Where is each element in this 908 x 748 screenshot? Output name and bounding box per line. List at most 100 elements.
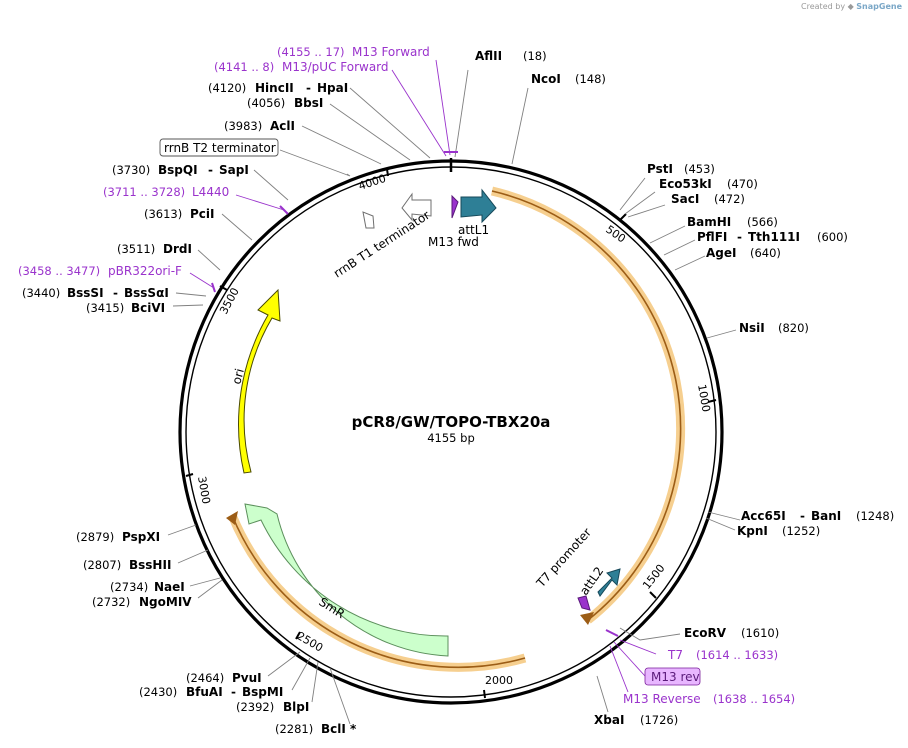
insert-line-left [231, 514, 526, 669]
site-pspxi[interactable]: PspXI [122, 530, 160, 544]
site-tth111i[interactable]: Tth111I [748, 230, 800, 244]
site-bspqi[interactable]: BspQI [158, 163, 198, 177]
smr-arrow [244, 503, 449, 657]
l4440-site [279, 205, 289, 215]
site-ncoi[interactable]: NcoI [531, 72, 561, 86]
site-hincii[interactable]: HincII [255, 81, 294, 95]
site-saci[interactable]: SacI [671, 192, 699, 206]
tick-label-2000: 2000 [485, 674, 513, 687]
rrnb-t2-terminator-label[interactable]: rrnB T2 terminator [164, 141, 276, 155]
leader-m13-rev [613, 641, 646, 677]
leader-bamhi [649, 225, 686, 244]
tick-3500 [219, 285, 228, 291]
site-eco53ki[interactable]: Eco53kI [659, 177, 712, 191]
insert-arrowhead-right [580, 612, 594, 625]
svg-text:-: - [306, 81, 311, 95]
enzyme-leaders [167, 69, 741, 725]
leader-t7 [619, 639, 657, 655]
site-pflfi[interactable]: PflFI [697, 230, 727, 244]
site-acc65i[interactable]: Acc65I [741, 509, 786, 523]
primer-t7[interactable]: T7 [667, 648, 683, 662]
svg-text:-: - [113, 286, 118, 300]
site-sapi[interactable]: SapI [219, 163, 249, 177]
ori-label: ori [229, 367, 247, 386]
site-bani[interactable]: BanI [811, 509, 841, 523]
site-psti[interactable]: PstI [647, 162, 673, 176]
primer-l4440-range: (3711 .. 3728) [103, 185, 185, 199]
site-aflii[interactable]: AflII [475, 49, 502, 63]
tick-1000 [707, 399, 717, 403]
site-agei[interactable]: AgeI [706, 246, 736, 260]
site-nsii[interactable]: NsiI [739, 321, 765, 335]
site-pcii[interactable]: PciI [190, 207, 215, 221]
site-bsssai[interactable]: BssSαI [124, 286, 169, 300]
primer-l4440[interactable]: L4440 [192, 185, 229, 199]
tick-label-500: 500 [603, 223, 628, 246]
tick-1500 [649, 591, 657, 599]
site-bcivi[interactable]: BciVI [131, 301, 165, 315]
tick-3000 [185, 473, 194, 477]
site-drdi[interactable]: DrdI [163, 242, 192, 256]
primer-m13-rev[interactable]: M13 rev [651, 670, 700, 684]
m13-fwd-marker [451, 194, 459, 219]
leader-agei [674, 255, 706, 271]
tick-label-3000: 3000 [195, 475, 213, 505]
svg-text:-: - [231, 685, 236, 699]
t7-promoter-arrow [577, 595, 591, 611]
site-ecorv[interactable]: EcoRV [684, 626, 727, 640]
pbr322ori-site [211, 282, 216, 293]
site-naei[interactable]: NaeI [154, 580, 185, 594]
leader-rrnb-t2 [279, 149, 351, 177]
site-bcli-pos: (2281) [275, 722, 313, 736]
tick-2000 [483, 689, 486, 699]
site-pvui[interactable]: PvuI [232, 671, 262, 685]
site-bbsi[interactable]: BbsI [294, 96, 323, 110]
primer-pbr322ori[interactable]: pBR322ori-F [108, 264, 182, 278]
leader-m13-reverse [609, 645, 629, 693]
site-bcivi-pos: (3415) [86, 301, 124, 315]
leader-bfuai [291, 657, 311, 691]
leader-pspxi [167, 524, 197, 536]
attl1-label: attL1 [458, 223, 489, 237]
site-bbsi-pos: (4056) [247, 96, 285, 110]
primer-pbr322ori-range: (3458 .. 3477) [18, 264, 100, 278]
site-pspxi-pos: (2879) [76, 530, 114, 544]
leader-blpi [311, 661, 319, 703]
primer-m13-rev-box[interactable] [644, 667, 701, 686]
primer-m13-reverse[interactable]: M13 Reverse [623, 692, 701, 706]
primer-m13-forward[interactable]: M13 Forward [352, 45, 430, 59]
site-bspmi[interactable]: BspMI [242, 685, 283, 699]
leader-bsssi [175, 292, 207, 297]
site-eco53ki-pos: (470) [727, 177, 758, 191]
site-bspqi-pos: (3730) [112, 163, 150, 177]
site-kpni[interactable]: KpnI [737, 524, 768, 538]
primer-m13-puc-forward[interactable]: M13/pUC Forward [282, 60, 389, 74]
leader-psti [619, 177, 646, 211]
site-bfuai-pos: (2430) [139, 685, 177, 699]
rrnb-t2-terminator-box[interactable] [159, 138, 279, 157]
leader-bcli [329, 667, 351, 725]
site-blpi[interactable]: BlpI [283, 700, 309, 714]
enzyme-labels: AflII (18) NcoI (148) PstI (453) Eco53kI… [22, 49, 894, 736]
site-hpai[interactable]: HpaI [317, 81, 348, 95]
site-agei-pos: (640) [750, 246, 781, 260]
site-bsshii[interactable]: BssHII [129, 558, 171, 572]
svg-text:-: - [800, 509, 805, 523]
site-acli[interactable]: AclI [270, 119, 295, 133]
primer-t7-range: (1614 .. 1633) [696, 648, 778, 662]
site-bamhi[interactable]: BamHI [687, 215, 731, 229]
site-bsshii-pos: (2807) [83, 558, 121, 572]
site-bamhi-pos: (566) [747, 215, 778, 229]
ori-arrow [238, 288, 281, 474]
site-naei-pos: (2734) [110, 580, 148, 594]
site-bsssi[interactable]: BssSI [67, 286, 104, 300]
snapgene-logo-icon: ◆ [847, 2, 854, 11]
attl1-arrow [460, 188, 497, 224]
plasmid-size: 4155 bp [427, 431, 475, 445]
site-bcli[interactable]: BclI * [321, 722, 357, 736]
site-xbai[interactable]: XbaI [594, 713, 624, 727]
leader-kpni [705, 517, 736, 531]
site-bfuai[interactable]: BfuAI [186, 685, 223, 699]
site-ngomiv[interactable]: NgoMIV [139, 595, 192, 609]
t7-site [605, 629, 619, 637]
